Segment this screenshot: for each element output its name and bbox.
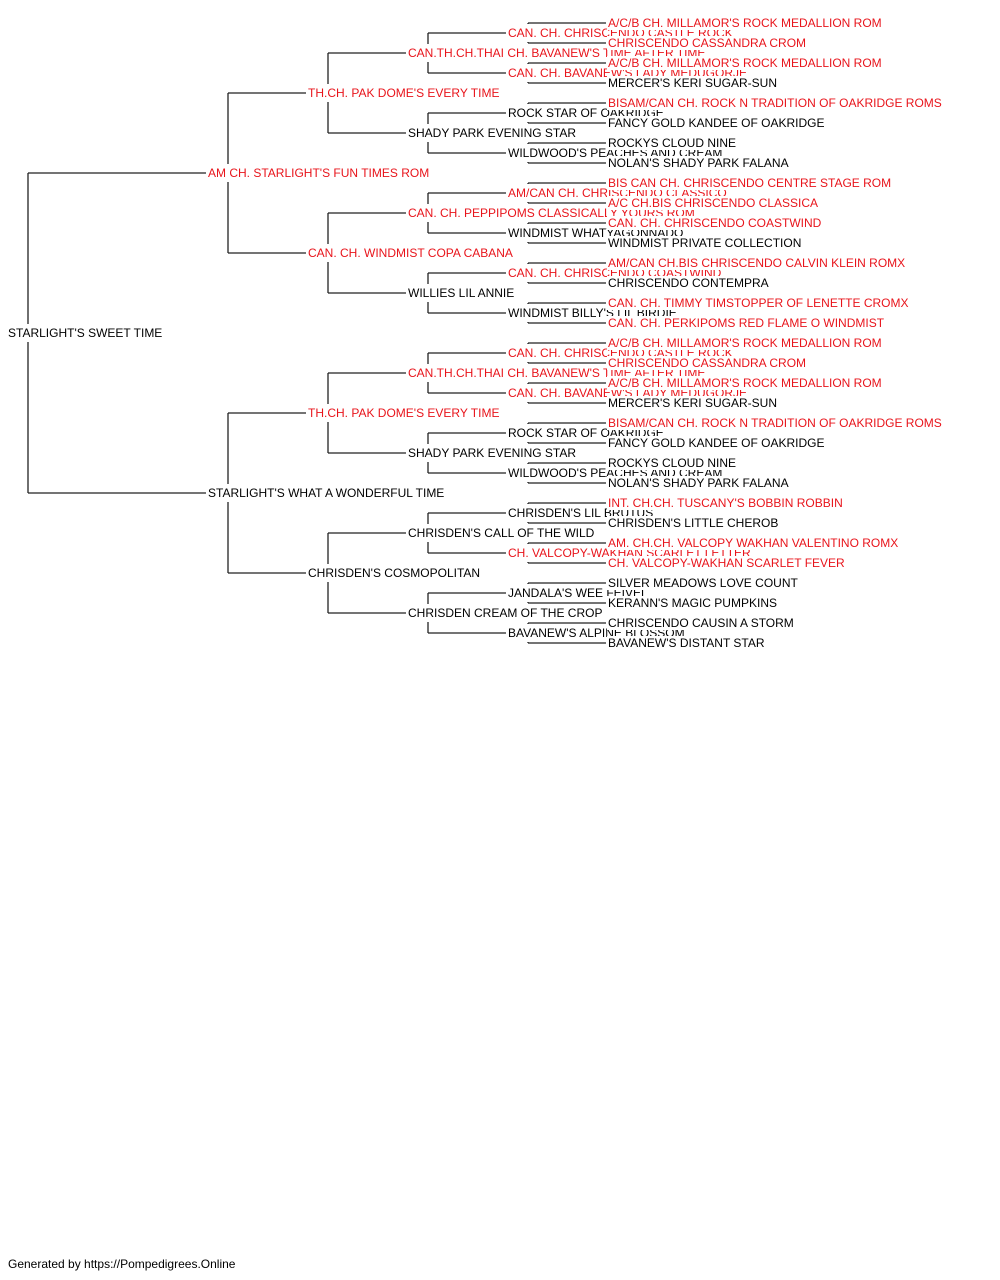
sire-name[interactable]: BISAM/CAN CH. ROCK N TRADITION OF OAKRID… bbox=[607, 96, 943, 110]
dam-name[interactable]: MERCER'S KERI SUGAR-SUN bbox=[607, 76, 778, 90]
sire-name[interactable]: AM CH. STARLIGHT'S FUN TIMES ROM bbox=[207, 166, 431, 180]
sire-name[interactable]: CAN. CH. CHRISCENDO COASTWIND bbox=[607, 216, 823, 230]
dam-name[interactable]: STARLIGHT'S WHAT A WONDERFUL TIME bbox=[207, 486, 446, 500]
dam-name[interactable]: CHRISDEN'S LITTLE CHEROB bbox=[607, 516, 780, 530]
sire-name[interactable]: AM. CH.CH. VALCOPY WAKHAN VALENTINO ROMX bbox=[607, 536, 900, 550]
subject-dog-name[interactable]: STARLIGHT'S SWEET TIME bbox=[7, 326, 164, 340]
sire-name[interactable]: CHRISDEN'S CALL OF THE WILD bbox=[407, 526, 596, 540]
dam-name[interactable]: CH. VALCOPY-WAKHAN SCARLET FEVER bbox=[607, 556, 846, 570]
dam-name[interactable]: CHRISCENDO CASSANDRA CROM bbox=[607, 36, 808, 50]
sire-name[interactable]: CHRISCENDO CAUSIN A STORM bbox=[607, 616, 795, 630]
dam-name[interactable]: BAVANEW'S DISTANT STAR bbox=[607, 636, 766, 650]
sire-name[interactable]: ROCKYS CLOUD NINE bbox=[607, 456, 738, 470]
dam-name[interactable]: WINDMIST PRIVATE COLLECTION bbox=[607, 236, 803, 250]
sire-name[interactable]: A/C/B CH. MILLAMOR'S ROCK MEDALLION ROM bbox=[607, 56, 883, 70]
dam-name[interactable]: CAN. CH. PERKIPOMS RED FLAME O WINDMIST bbox=[607, 316, 886, 330]
sire-name[interactable]: A/C/B CH. MILLAMOR'S ROCK MEDALLION ROM bbox=[607, 376, 883, 390]
dam-name[interactable]: SHADY PARK EVENING STAR bbox=[407, 126, 578, 140]
dam-name[interactable]: CHRISCENDO CONTEMPRA bbox=[607, 276, 770, 290]
dam-name[interactable]: NOLAN'S SHADY PARK FALANA bbox=[607, 476, 790, 490]
sire-name[interactable]: CAN. CH. TIMMY TIMSTOPPER OF LENETTE CRO… bbox=[607, 296, 910, 310]
dam-name[interactable]: KERANN'S MAGIC PUMPKINS bbox=[607, 596, 778, 610]
sire-name[interactable]: AM/CAN CH.BIS CHRISCENDO CALVIN KLEIN RO… bbox=[607, 256, 907, 270]
sire-name[interactable]: INT. CH.CH. TUSCANY'S BOBBIN ROBBIN bbox=[607, 496, 844, 510]
sire-name[interactable]: TH.CH. PAK DOME'S EVERY TIME bbox=[307, 86, 501, 100]
dam-name[interactable]: CHRISDEN'S COSMOPOLITAN bbox=[307, 566, 482, 580]
sire-name[interactable]: SILVER MEADOWS LOVE COUNT bbox=[607, 576, 799, 590]
dam-name[interactable]: FANCY GOLD KANDEE OF OAKRIDGE bbox=[607, 436, 826, 450]
dam-name[interactable]: CHRISDEN CREAM OF THE CROP bbox=[407, 606, 604, 620]
dam-name[interactable]: CHRISCENDO CASSANDRA CROM bbox=[607, 356, 808, 370]
dam-name[interactable]: FANCY GOLD KANDEE OF OAKRIDGE bbox=[607, 116, 826, 130]
dam-name[interactable]: CAN. CH. WINDMIST COPA CABANA bbox=[307, 246, 514, 260]
dam-name[interactable]: SHADY PARK EVENING STAR bbox=[407, 446, 578, 460]
sire-name[interactable]: ROCKYS CLOUD NINE bbox=[607, 136, 738, 150]
sire-name[interactable]: TH.CH. PAK DOME'S EVERY TIME bbox=[307, 406, 501, 420]
dam-name[interactable]: MERCER'S KERI SUGAR-SUN bbox=[607, 396, 778, 410]
dam-name[interactable]: A/C CH.BIS CHRISCENDO CLASSICA bbox=[607, 196, 820, 210]
dam-name[interactable]: WILLIES LIL ANNIE bbox=[407, 286, 516, 300]
dam-name[interactable]: NOLAN'S SHADY PARK FALANA bbox=[607, 156, 790, 170]
sire-name[interactable]: BIS CAN CH. CHRISCENDO CENTRE STAGE ROM bbox=[607, 176, 893, 190]
sire-name[interactable]: A/C/B CH. MILLAMOR'S ROCK MEDALLION ROM bbox=[607, 336, 883, 350]
sire-name[interactable]: BISAM/CAN CH. ROCK N TRADITION OF OAKRID… bbox=[607, 416, 943, 430]
sire-name[interactable]: A/C/B CH. MILLAMOR'S ROCK MEDALLION ROM bbox=[607, 16, 883, 30]
generated-by-footer: Generated by https://Pompedigrees.Online bbox=[8, 1257, 236, 1271]
